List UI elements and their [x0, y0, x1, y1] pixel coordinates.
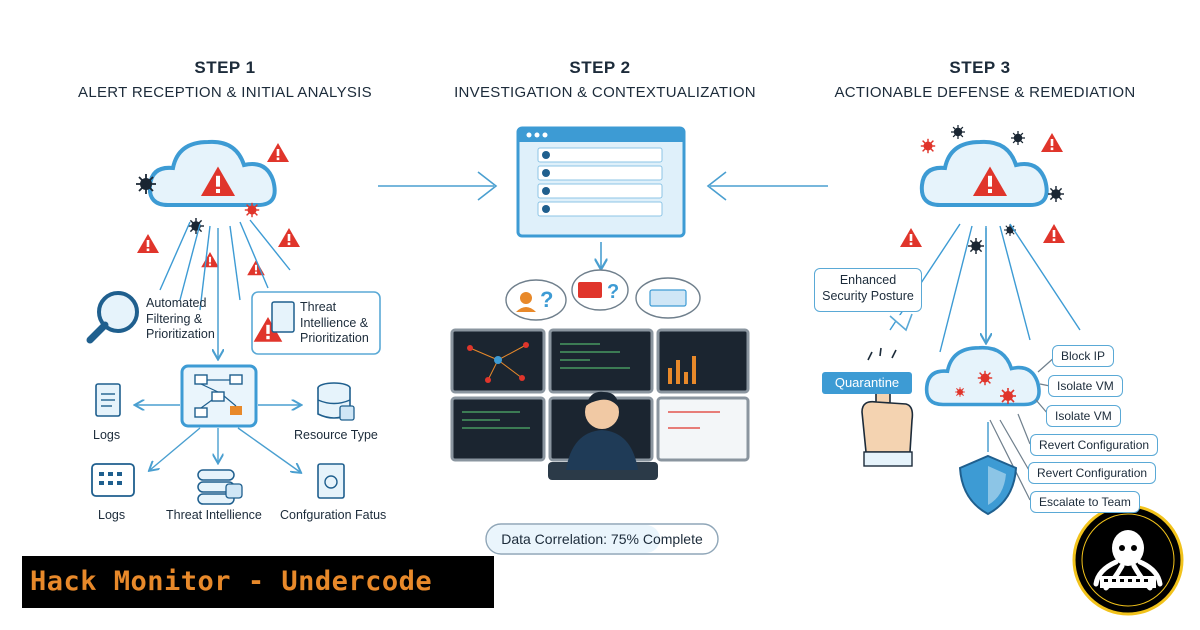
action-isolate-vm[interactable]: Isolate VM	[1046, 405, 1121, 427]
alert-rays	[159, 219, 291, 311]
step2-title: INVESTIGATION & CONTEXTUALIZATION	[454, 84, 756, 101]
virus-icon	[1047, 185, 1065, 203]
warning-icon	[278, 228, 300, 247]
virus-red-icon	[244, 202, 260, 218]
node-threat-intelligence: Threat Intellience	[166, 508, 262, 522]
filtering-label: Automated Filtering & Prioritization	[146, 296, 215, 342]
logs-doc-icon	[95, 383, 121, 417]
security-posture-callout: Enhanced Security Posture	[814, 268, 922, 312]
step3-title: ACTIONABLE DEFENSE & REMEDIATION	[834, 84, 1136, 101]
click-rays-icon	[867, 347, 897, 361]
step1-title: ALERT RECEPTION & INITIAL ANALYSIS	[78, 84, 372, 101]
virus-icon	[1010, 130, 1026, 146]
step1-number: STEP 1	[194, 58, 256, 77]
step2-number: STEP 2	[569, 58, 631, 77]
virus-red-icon	[977, 370, 993, 386]
magnifier-icon	[86, 291, 139, 344]
undercode-logo	[1072, 504, 1184, 616]
node-configuration-status: Confguration Fatus	[280, 508, 387, 522]
action-revert-configuration[interactable]: Revert Configuration	[1028, 462, 1157, 484]
node-resource-type: Resource Type	[294, 428, 378, 442]
node-logs-bottom: Logs	[98, 508, 126, 522]
svg-text:?: ?	[607, 281, 619, 303]
virus-icon	[967, 237, 985, 255]
virus-red-icon	[920, 138, 936, 154]
calendar-logs-icon	[91, 463, 135, 497]
virus-icon	[187, 217, 205, 235]
investigation-window	[516, 126, 686, 238]
svg-text:?: ?	[540, 287, 553, 312]
node-logs-left: Logs	[93, 428, 121, 442]
warning-icon	[900, 228, 922, 247]
warning-icon	[1041, 133, 1063, 152]
server-stack-icon	[197, 469, 243, 505]
virus-icon	[950, 124, 966, 140]
action-block-ip[interactable]: Block IP	[1052, 345, 1115, 367]
action-revert-configuration[interactable]: Revert Configuration	[1030, 434, 1159, 456]
warning-icon	[267, 143, 289, 162]
quarantine-button[interactable]: Quarantine	[822, 372, 912, 394]
step3-number: STEP 3	[949, 58, 1011, 77]
virus-icon	[135, 173, 157, 195]
warning-icon	[1043, 224, 1065, 243]
shield-icon	[958, 454, 1018, 516]
progress-label: Data Correlation: 75% Complete	[501, 531, 703, 547]
threat-intel-label: Threat Intellience & Prioritization	[300, 300, 369, 346]
database-icon	[317, 382, 355, 421]
progress-fill	[487, 525, 660, 553]
monitor-wall	[450, 328, 750, 462]
hand-pointer-icon	[861, 377, 914, 467]
analyst-figure	[548, 391, 658, 480]
virus-red-icon	[999, 387, 1017, 405]
warning-icon	[137, 234, 159, 253]
brand-banner: Hack Monitor - Undercode	[22, 556, 494, 608]
warning-icon	[201, 252, 219, 268]
action-escalate-to-team[interactable]: Escalate to Team	[1030, 491, 1140, 513]
action-isolate-vm[interactable]: Isolate VM	[1048, 375, 1123, 397]
config-doc-icon	[317, 463, 345, 499]
virus-red-icon	[954, 386, 966, 398]
